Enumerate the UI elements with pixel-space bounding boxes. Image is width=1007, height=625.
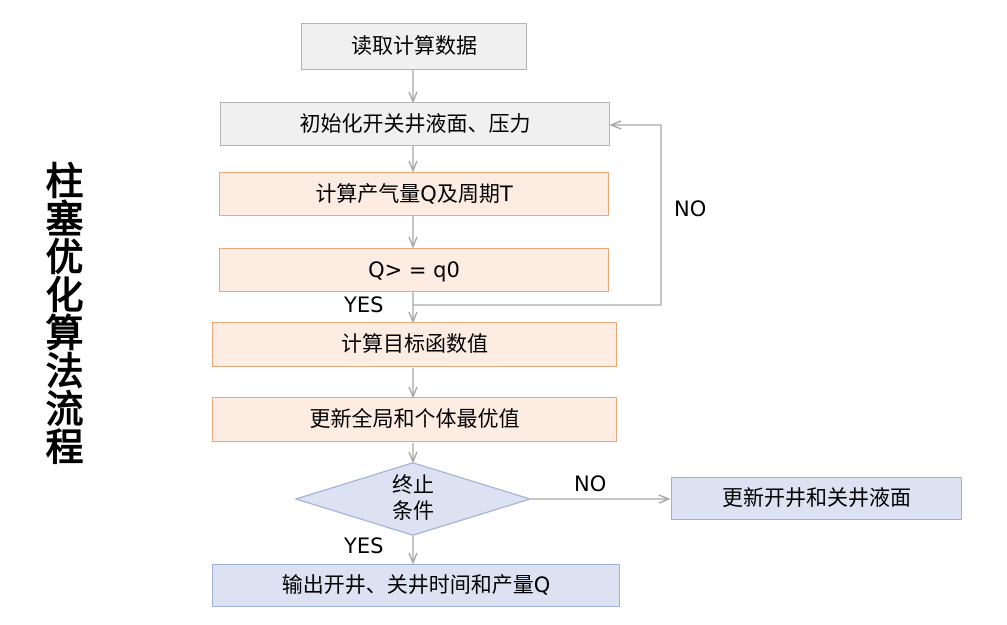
node-read-data[interactable]: 读取计算数据 [301,23,527,70]
node-stop-condition[interactable]: 终止 条件 [295,462,531,536]
edge-label-stop-no: NO [574,472,607,496]
node-output[interactable]: 输出开井、关井时间和产量Q [212,564,620,607]
edge-label-stop-yes: YES [344,534,384,558]
node-init-label: 初始化开关井液面、压力 [299,111,531,136]
node-read-data-label: 读取计算数据 [351,34,477,59]
diamond-shape [295,462,531,536]
diagram-vertical-title: 柱塞优化算法流程 [39,161,83,465]
node-output-label: 输出开井、关井时间和产量Q [281,573,551,598]
node-calc-objective-label: 计算目标函数值 [341,332,488,357]
node-update-levels-label: 更新开井和关井液面 [722,486,911,511]
edge-label-compare-yes: YES [344,293,384,317]
node-stop-condition-line1: 终止 [392,473,434,498]
node-init[interactable]: 初始化开关井液面、压力 [220,102,610,146]
node-update-levels[interactable]: 更新开井和关井液面 [671,477,962,520]
node-stop-condition-label: 终止 条件 [295,462,531,536]
node-calc-q-t-label: 计算产气量Q及周期T [315,181,513,206]
edge-label-compare-no: NO [674,197,707,221]
node-calc-q-t[interactable]: 计算产气量Q及周期T [219,172,609,216]
node-calc-objective[interactable]: 计算目标函数值 [212,322,617,367]
node-stop-condition-line2: 条件 [392,499,434,523]
node-compare-q[interactable]: Q> = q0 [219,248,609,292]
node-update-best[interactable]: 更新全局和个体最优值 [212,397,617,442]
node-compare-q-label: Q> = q0 [368,257,460,282]
node-update-best-label: 更新全局和个体最优值 [309,407,520,432]
